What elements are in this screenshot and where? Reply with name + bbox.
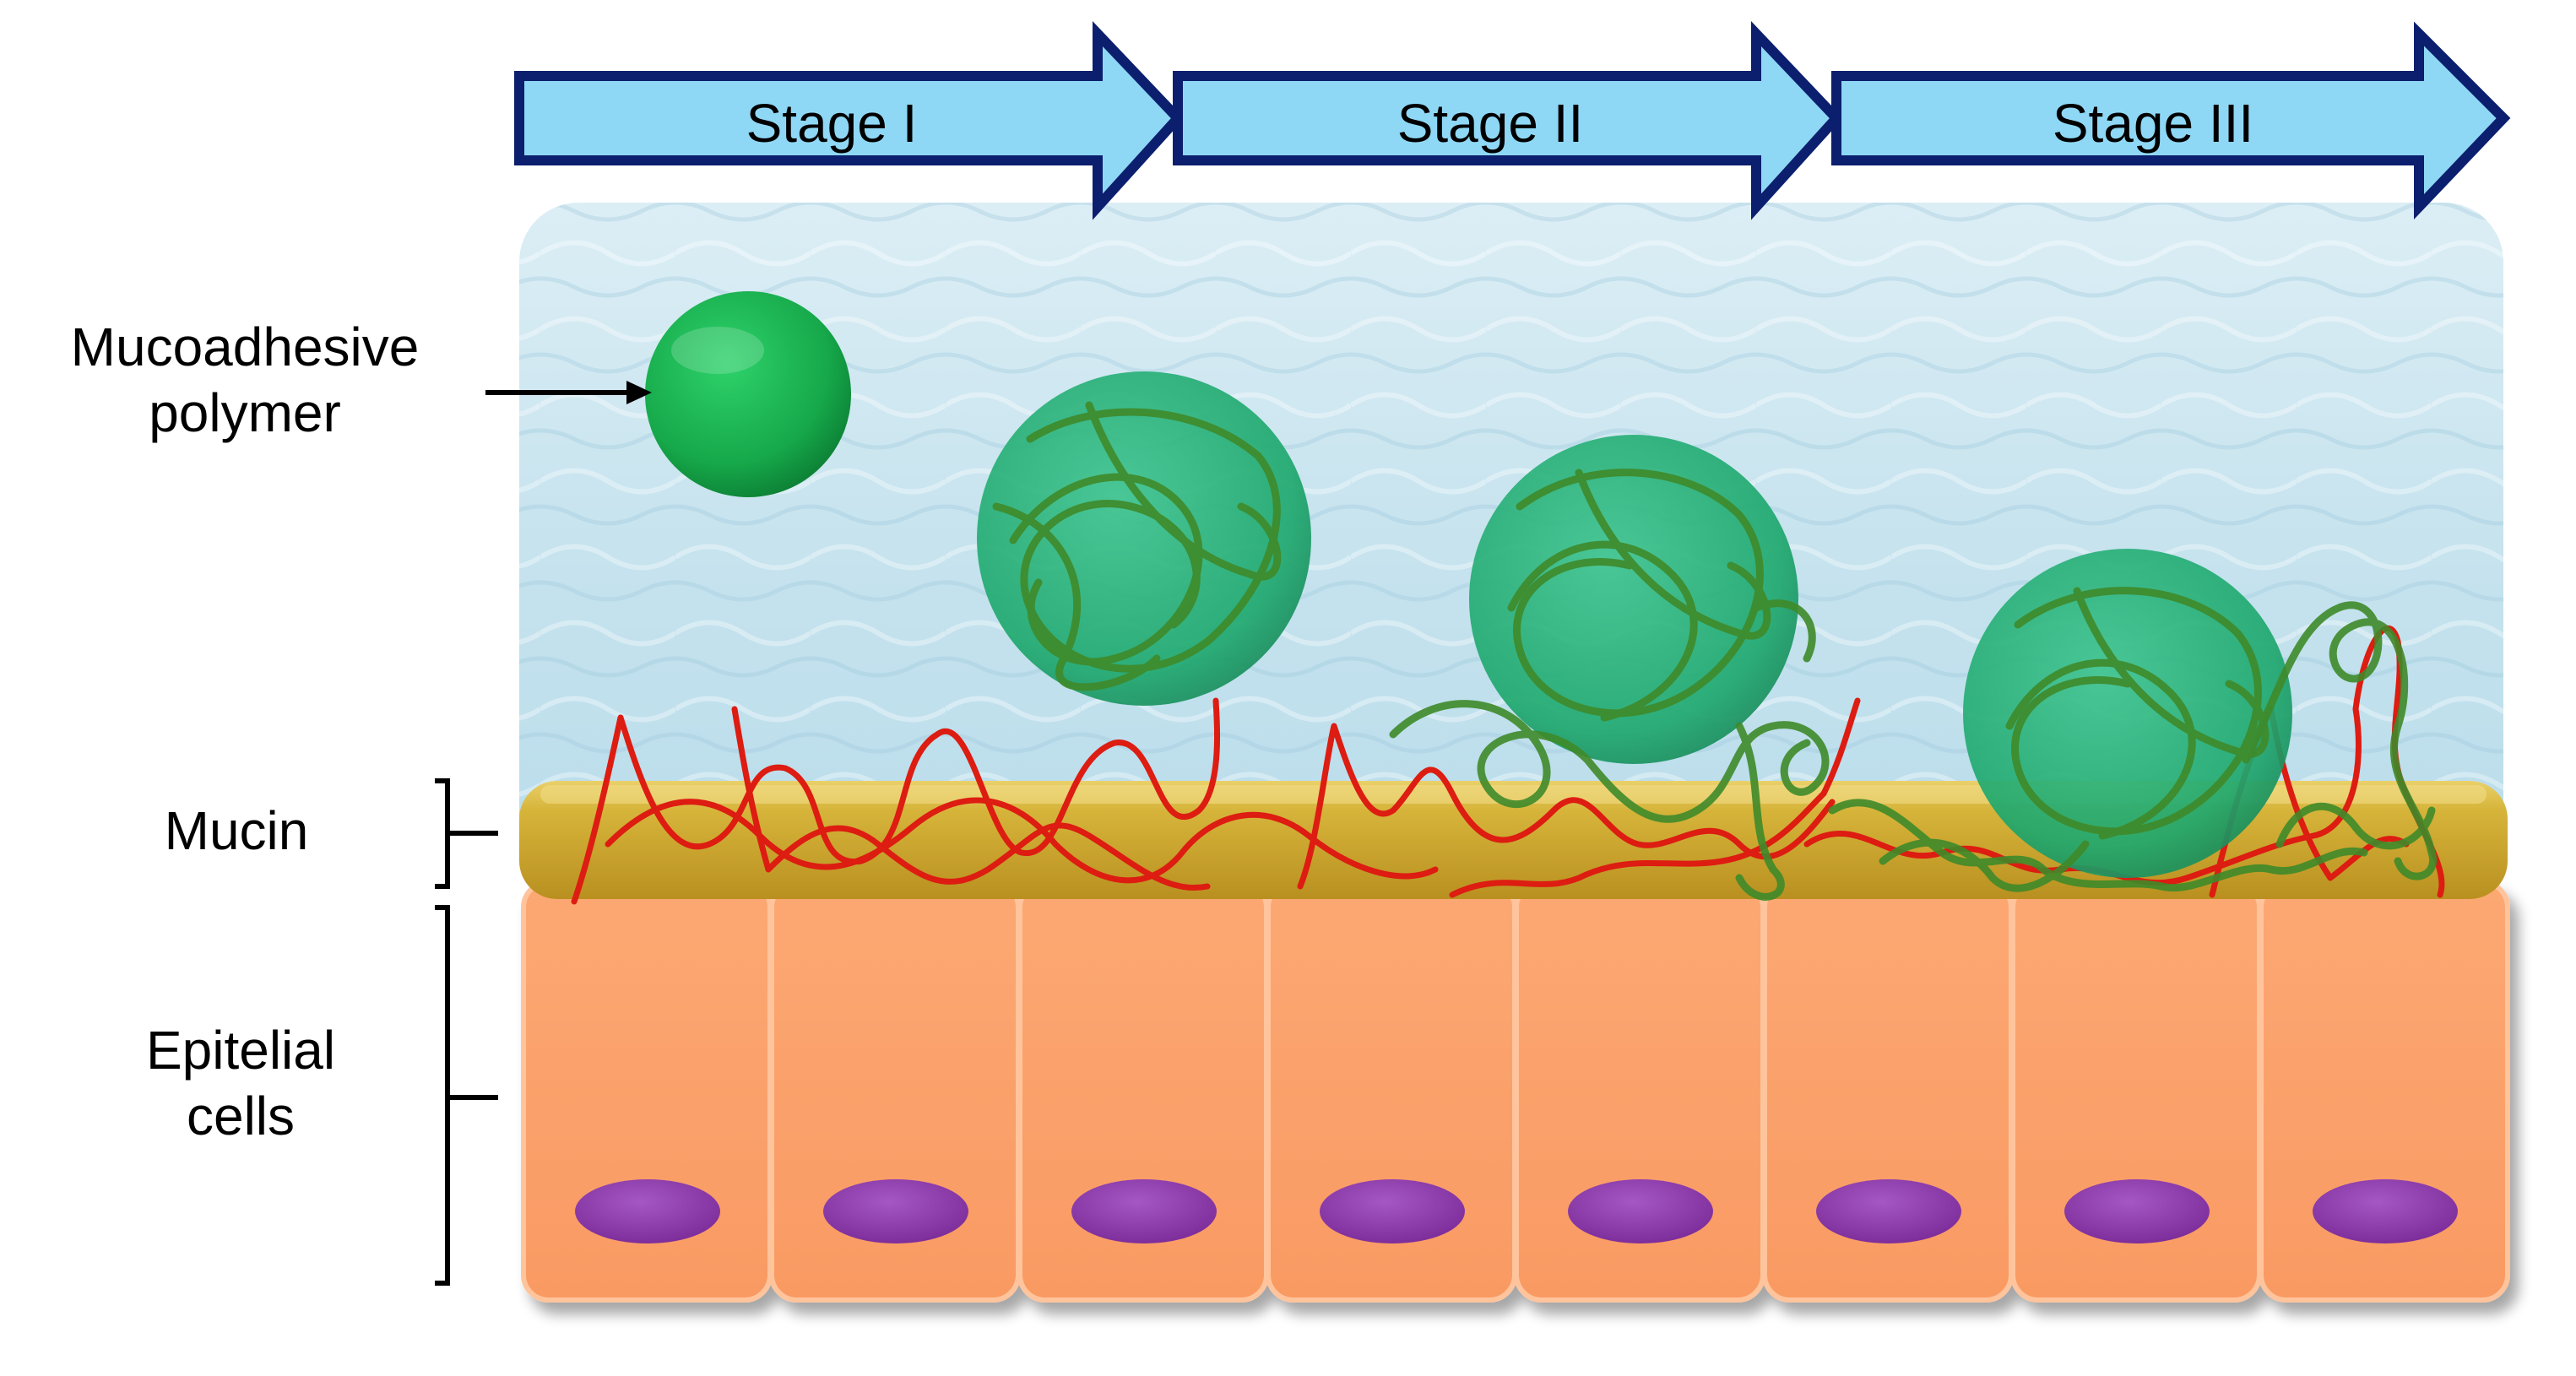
mucin-strands — [571, 625, 2445, 905]
mucin-bracket — [435, 778, 498, 889]
mucin-strand — [1449, 697, 1861, 898]
label-line: polymer — [149, 382, 341, 444]
nucleus — [1816, 1179, 1961, 1243]
label-epithelial-cells: Epitelial cells — [101, 1017, 380, 1149]
nucleus — [823, 1179, 968, 1243]
polymer-pointer-arrow — [485, 381, 652, 404]
label-mucoadhesive-polymer: Mucoadhesive polymer — [17, 314, 473, 446]
stage-arrow-3: Stage III — [1831, 21, 2511, 219]
polymer-sphere-swollen — [977, 371, 1311, 706]
polymer-sphere-big — [1469, 435, 1798, 764]
epithelial-bracket — [435, 905, 498, 1286]
mucin-strand — [571, 697, 1221, 905]
label-line: Mucin — [164, 800, 309, 861]
cell-nuclei — [575, 1179, 2458, 1243]
polymer-chains — [992, 401, 1282, 691]
label-line: Epitelial — [145, 1020, 336, 1081]
label-mucin: Mucin — [127, 798, 346, 864]
nucleus — [575, 1179, 720, 1243]
nucleus — [1568, 1179, 1713, 1243]
polymer-sphere-stage-ii — [1389, 435, 1830, 901]
polymer-sphere-small — [645, 291, 851, 497]
epithelial-cells — [521, 880, 2510, 1303]
nucleus — [1071, 1179, 1217, 1243]
label-line: cells — [186, 1086, 296, 1147]
mucin-strand — [731, 706, 1211, 891]
stage-label: Stage II — [1397, 93, 1584, 154]
label-line: Mucoadhesive — [70, 317, 420, 377]
stage-label: Stage III — [2053, 93, 2253, 154]
stage-arrow-2: Stage II — [1173, 20, 1844, 220]
nucleus — [2313, 1179, 2458, 1243]
polymer-chains — [1389, 469, 1830, 901]
mucin-strand — [1297, 723, 1836, 890]
nucleus — [2064, 1179, 2210, 1243]
polymer-sphere-stage-i — [645, 291, 851, 497]
stage-arrow-1: Stage I — [514, 20, 1185, 220]
stage-label: Stage I — [746, 93, 918, 154]
polymer-sphere-stage-iii — [1828, 549, 2438, 892]
polymer-chains — [1828, 587, 2438, 892]
nucleus — [1320, 1179, 1465, 1243]
polymer-sphere-big — [977, 371, 1311, 706]
stage-arrows: Stage I Stage II Stage III — [514, 20, 2511, 220]
